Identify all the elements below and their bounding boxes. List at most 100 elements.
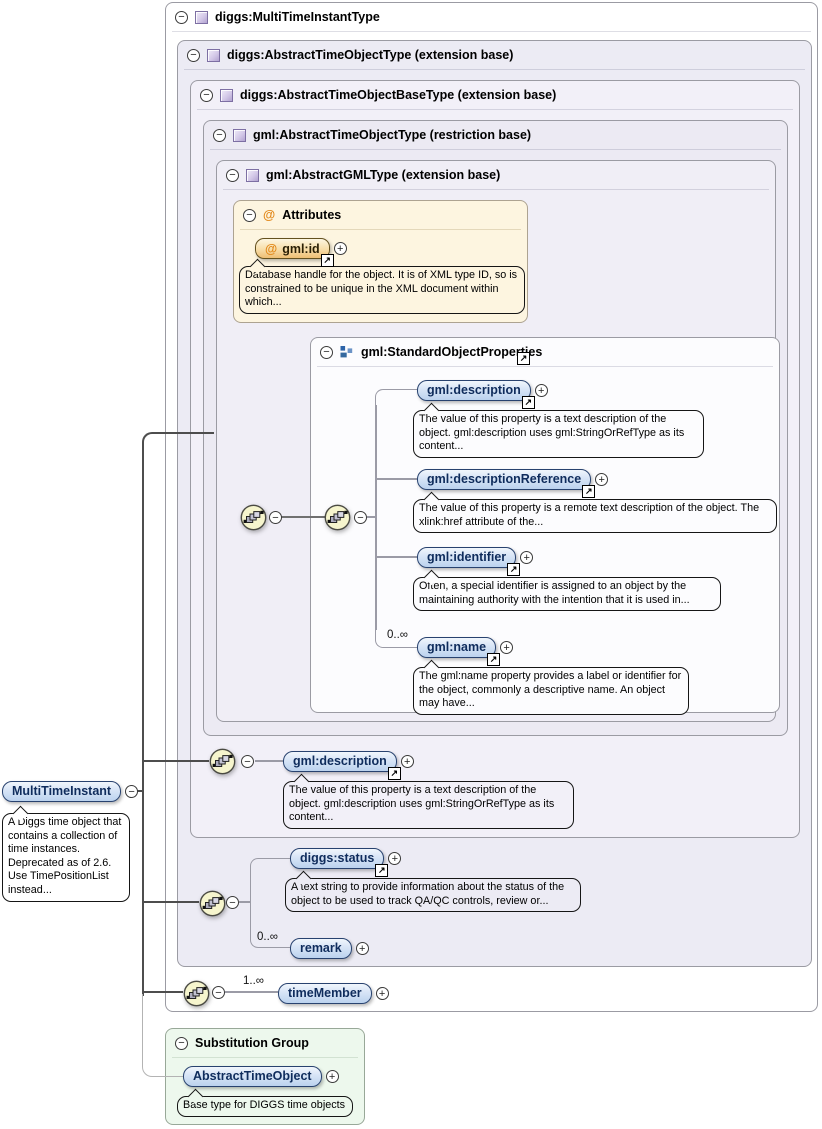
attribute-row-gml-id: @ gml:id ↗ + <box>255 238 347 267</box>
element-timemember[interactable]: timeMember <box>278 983 372 1004</box>
expand-toggle-icon[interactable]: + <box>500 641 514 654</box>
substitution-group-header: − Substitution Group <box>166 1029 364 1050</box>
expand-toggle-icon[interactable]: + <box>333 242 347 255</box>
annotation-bubble: Base type for DIGGS time objects <box>177 1096 353 1117</box>
collapse-toggle-icon[interactable]: − <box>175 10 188 24</box>
element-label: diggs:status <box>300 851 375 865</box>
expand-toggle-icon[interactable]: + <box>534 384 548 397</box>
annotation-bubble: A text string to provide information abo… <box>285 878 581 913</box>
box-header: − gml:AbstractGMLType (extension base) <box>217 161 775 182</box>
element-gml-descriptionreference[interactable]: gml:descriptionReference ↗ <box>417 469 596 498</box>
link-arrow-icon[interactable]: ↗ <box>487 653 501 666</box>
complextype-icon <box>195 10 208 24</box>
element-label: gml:description <box>293 754 387 768</box>
box-header: − diggs:AbstractTimeObjectBaseType (exte… <box>191 81 799 102</box>
expand-toggle-icon[interactable]: + <box>595 473 609 486</box>
element-gml-identifier[interactable]: gml:identifier ↗ <box>417 547 521 576</box>
element-remark[interactable]: remark <box>290 938 352 959</box>
connector-line <box>375 389 417 409</box>
collapse-toggle-icon[interactable]: − <box>243 208 256 222</box>
type-title: gml:AbstractGMLType (extension base) <box>266 168 501 182</box>
element-row-gml-identifier: gml:identifier ↗ + <box>417 547 534 576</box>
connector-line <box>142 450 144 996</box>
expand-toggle-icon[interactable]: + <box>355 942 369 955</box>
model-group-icon <box>340 346 353 358</box>
element-row-gml-descriptionreference: gml:descriptionReference ↗ + <box>417 469 609 498</box>
expand-toggle-icon[interactable]: + <box>388 852 402 865</box>
collapse-toggle-icon[interactable]: − <box>354 511 367 524</box>
element-multitimeinstant[interactable]: MultiTimeInstant <box>2 781 122 802</box>
annotation-bubble: The value of this property is a text des… <box>413 410 704 458</box>
link-arrow-icon[interactable]: ↗ <box>507 563 521 576</box>
connector-line <box>144 901 199 903</box>
connector-line <box>250 902 290 948</box>
link-arrow-icon[interactable]: ↗ <box>582 485 596 498</box>
collapse-toggle-icon[interactable]: − <box>187 48 200 62</box>
collapse-toggle-icon[interactable]: − <box>200 88 213 102</box>
header-divider <box>172 1057 358 1058</box>
collapse-toggle-icon[interactable]: − <box>226 896 239 909</box>
connector-line <box>142 994 186 1077</box>
element-diggs-status[interactable]: diggs:status ↗ <box>290 848 389 877</box>
element-label: gml:identifier <box>427 550 507 564</box>
expand-toggle-icon[interactable]: + <box>325 1070 339 1083</box>
sequence-compositor-icon <box>183 980 210 1007</box>
group-title: gml:StandardObjectProperties <box>361 345 543 359</box>
expand-toggle-icon[interactable]: + <box>520 551 534 564</box>
connector-line <box>225 991 278 993</box>
expand-toggle-icon[interactable]: + <box>375 987 389 1000</box>
header-divider <box>317 366 773 367</box>
annotation-bubble: The gml:name property provides a label o… <box>413 667 689 715</box>
complextype-icon <box>233 128 246 142</box>
element-gml-name[interactable]: gml:name ↗ <box>417 637 501 666</box>
collapse-toggle-icon[interactable]: − <box>269 511 282 524</box>
complextype-icon <box>246 168 259 182</box>
header-divider <box>223 189 769 190</box>
link-arrow-icon[interactable]: ↗ <box>521 396 535 409</box>
box-header: − gml:AbstractTimeObjectType (restrictio… <box>204 121 787 142</box>
type-title: gml:AbstractTimeObjectType (restriction … <box>253 128 532 142</box>
header-divider <box>172 31 811 32</box>
element-label: gml:name <box>427 640 487 654</box>
element-gml-description[interactable]: gml:description ↗ <box>417 380 535 409</box>
collapse-toggle-icon[interactable]: − <box>125 785 139 798</box>
link-arrow-icon[interactable]: ↗ <box>375 864 389 877</box>
header-divider <box>197 109 793 110</box>
cardinality-label: 0..∞ <box>387 629 408 641</box>
box-header: − diggs:AbstractTimeObjectType (extensio… <box>178 41 811 62</box>
link-arrow-icon[interactable]: ↗ <box>387 767 401 780</box>
box-header: − diggs:MultiTimeInstantType <box>166 3 817 24</box>
connector-line <box>367 516 375 518</box>
complextype-icon <box>220 88 233 102</box>
collapse-toggle-icon[interactable]: − <box>226 168 239 182</box>
connector-line <box>250 858 290 903</box>
annotation-bubble: Database handle for the object. It is of… <box>239 266 525 314</box>
expand-toggle-icon[interactable]: + <box>400 755 414 768</box>
element-row-abstracttimeobject: AbstractTimeObject + <box>183 1066 339 1087</box>
element-row-timemember: timeMember + <box>278 983 389 1004</box>
collapse-toggle-icon[interactable]: − <box>212 986 225 999</box>
connector-line <box>375 627 417 648</box>
attribute-at-icon: @ <box>265 241 278 256</box>
collapse-toggle-icon[interactable]: − <box>241 755 254 768</box>
element-row-gml-description-base: gml:description ↗ + <box>283 751 414 780</box>
element-gml-description[interactable]: gml:description ↗ <box>283 751 401 780</box>
type-title: diggs:AbstractTimeObjectBaseType (extens… <box>240 88 557 102</box>
attributes-title: Attributes <box>282 208 342 222</box>
annotation-bubble: Often, a special identifier is assigned … <box>413 577 721 612</box>
cardinality-label: 0..∞ <box>257 931 278 943</box>
collapse-toggle-icon[interactable]: − <box>213 128 226 142</box>
element-abstracttimeobject[interactable]: AbstractTimeObject <box>183 1066 322 1087</box>
connector-line <box>255 760 283 762</box>
attribute-gml-id[interactable]: @ gml:id ↗ <box>255 238 334 267</box>
collapse-toggle-icon[interactable]: − <box>320 345 333 359</box>
connector-line <box>144 991 183 993</box>
link-arrow-icon[interactable]: ↗ <box>517 352 530 365</box>
element-label: AbstractTimeObject <box>193 1069 312 1083</box>
element-label: gml:description <box>427 383 521 397</box>
collapse-toggle-icon[interactable]: − <box>175 1036 188 1050</box>
element-row-gml-name: gml:name ↗ + <box>417 637 514 666</box>
link-arrow-icon[interactable]: ↗ <box>320 254 334 267</box>
element-row-gml-description: gml:description ↗ + <box>417 380 548 409</box>
